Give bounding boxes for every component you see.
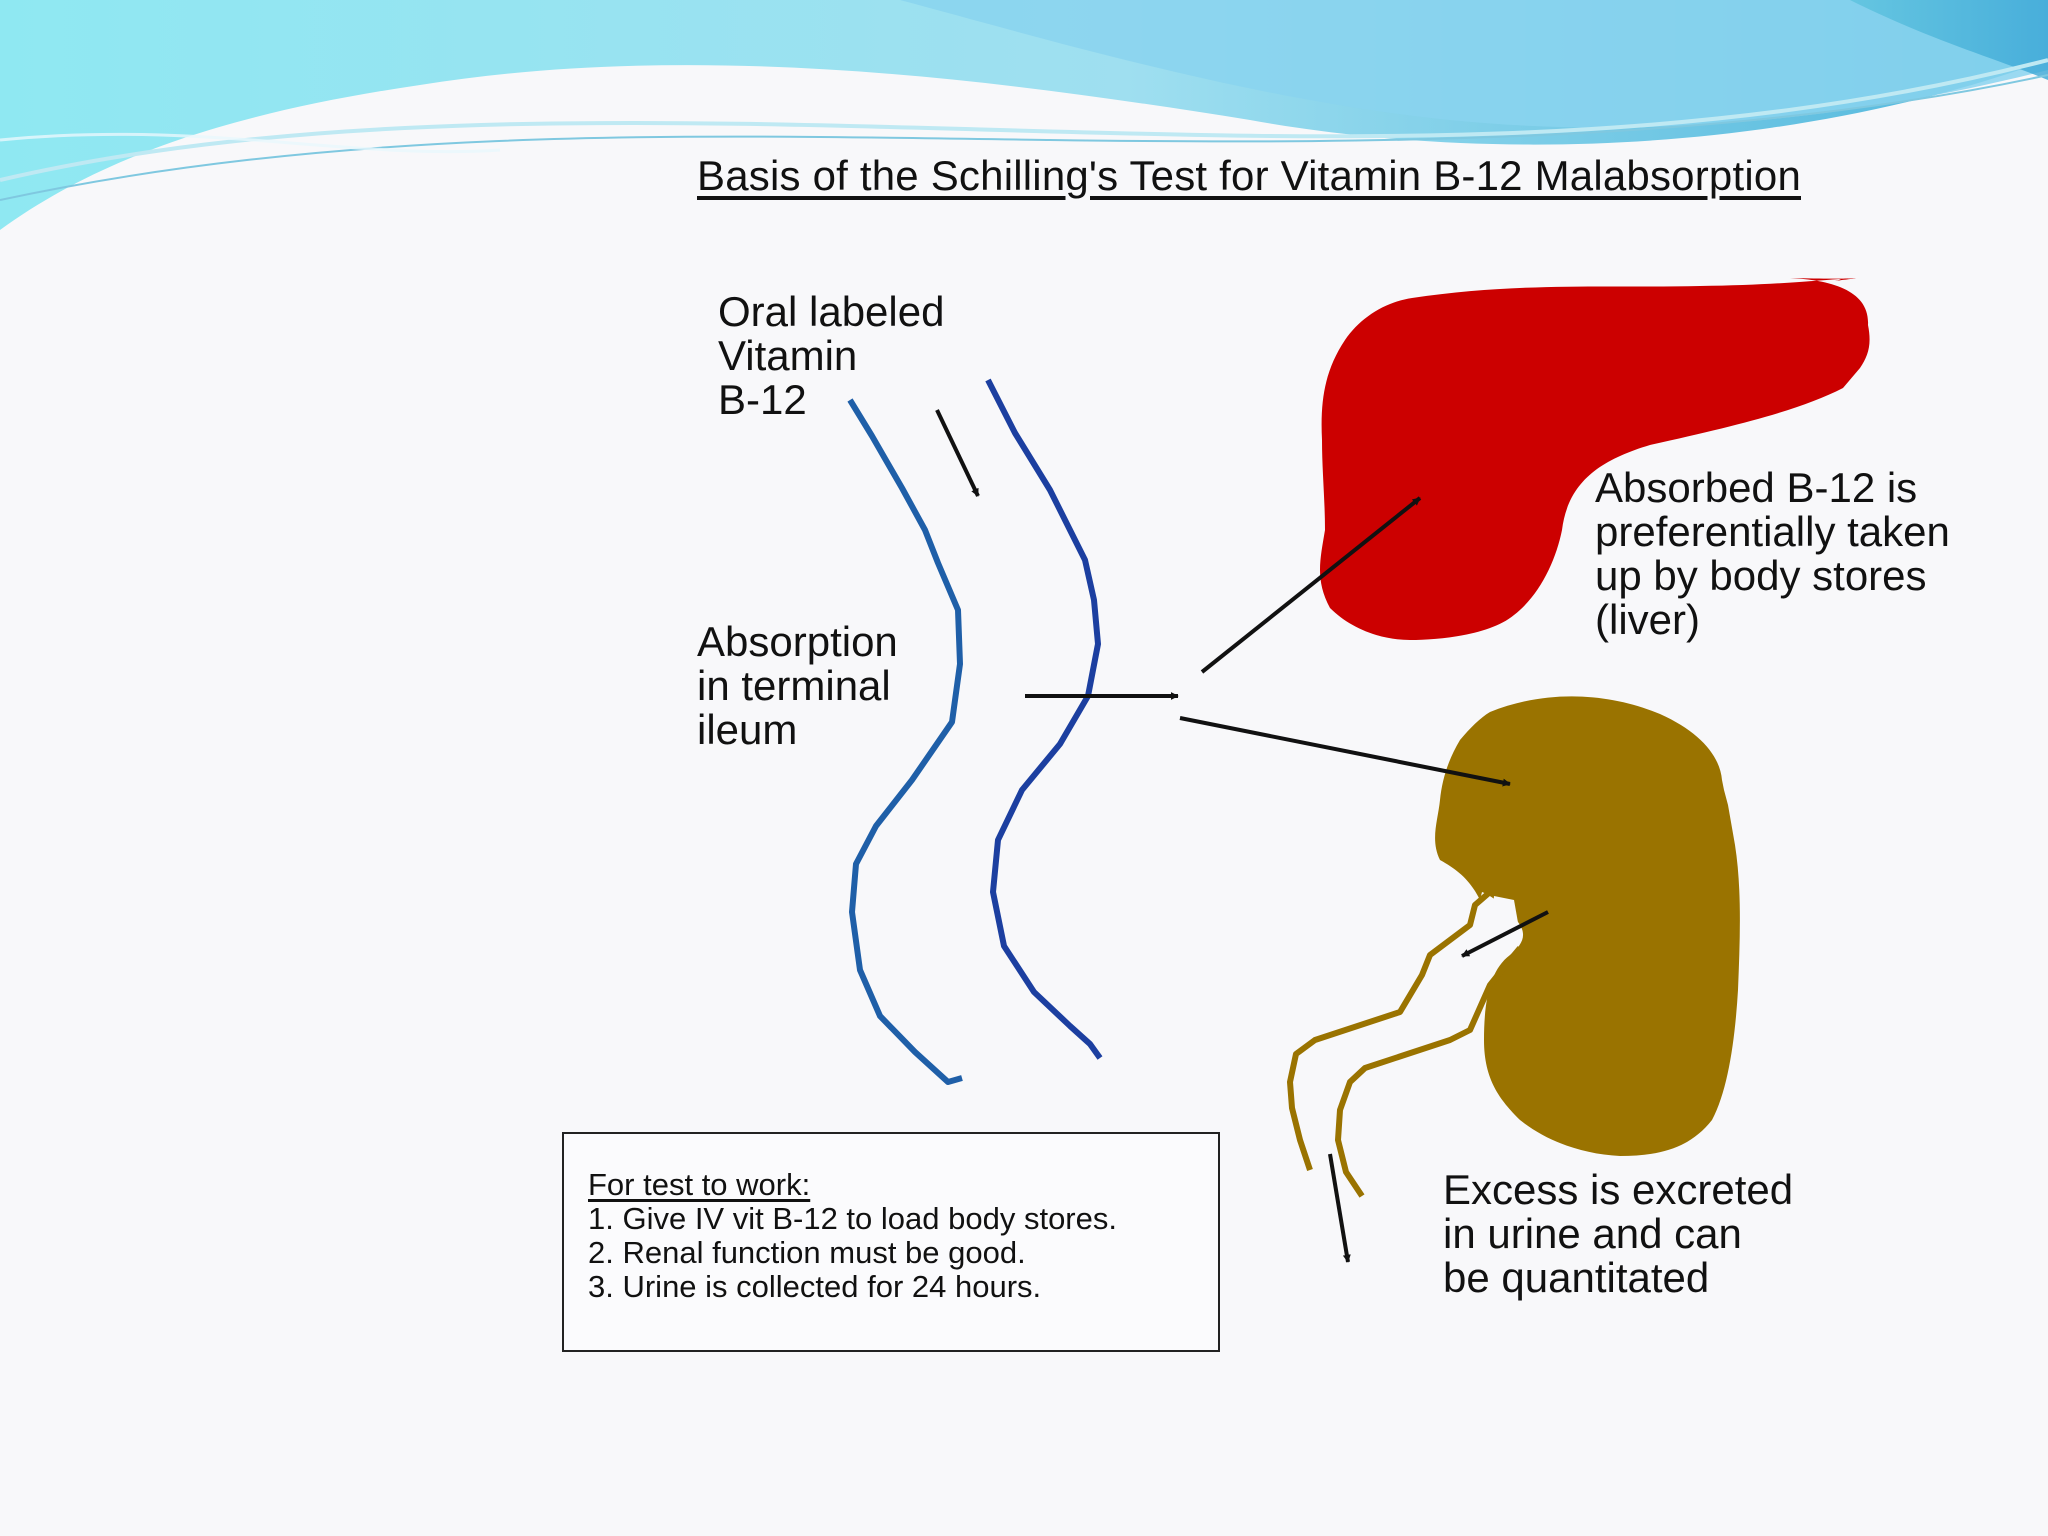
liver-shape-icon xyxy=(1320,278,1870,640)
requirement-item: 2. Renal function must be good. xyxy=(588,1235,1026,1270)
requirement-item: 1. Give IV vit B-12 to load body stores. xyxy=(588,1201,1117,1236)
ileum-left-wall-icon xyxy=(847,398,963,1085)
flow-arrow-icon xyxy=(1328,1153,1351,1263)
requirement-item: 3. Urine is collected for 24 hours. xyxy=(588,1269,1042,1304)
flow-arrow-icon xyxy=(1461,910,1549,958)
diagram-title: Basis of the Schilling's Test for Vitami… xyxy=(697,152,1801,199)
ileum-right-wall-icon xyxy=(985,378,1103,1060)
absorption-ileum-label: Absorption in terminal ileum xyxy=(697,618,898,753)
ureter-icon xyxy=(1287,889,1523,1198)
test-requirements-box: For test to work: 1. Give IV vit B-12 to… xyxy=(562,1132,1220,1352)
urine-excretion-label: Excess is excreted in urine and can be q… xyxy=(1443,1166,1794,1301)
flow-arrow-icon xyxy=(935,409,980,497)
flow-arrows xyxy=(935,409,1549,1263)
oral-vitamin-label: Oral labeled Vitamin B-12 xyxy=(718,288,945,423)
flow-arrow-icon xyxy=(1200,496,1422,674)
flow-arrow-icon xyxy=(1179,716,1511,787)
test-requirements-title: For test to work: xyxy=(588,1167,811,1202)
liver-storage-label: Absorbed B-12 is preferentially taken up… xyxy=(1595,464,1950,643)
kidney-hilum-notch xyxy=(1490,896,1520,948)
kidney-shape-icon xyxy=(1435,696,1740,1156)
header-wave-decoration xyxy=(0,0,2048,230)
